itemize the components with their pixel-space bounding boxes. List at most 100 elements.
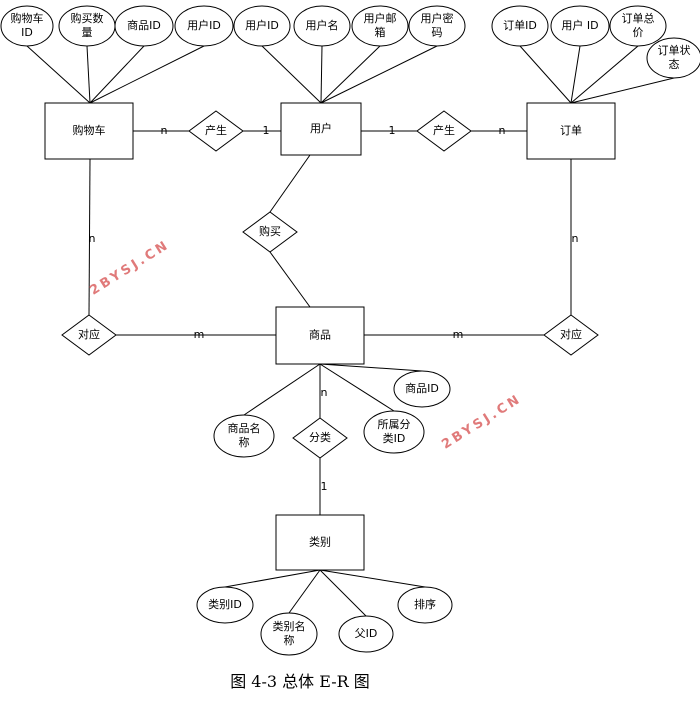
attribute-cat_parent-ellipse <box>338 615 394 653</box>
attribute-link-product_name <box>243 363 321 416</box>
entity-category-box <box>275 514 365 571</box>
attribute-product_id-ellipse <box>393 370 451 408</box>
relation-classify: 分类 <box>292 417 348 459</box>
attribute-link-cat_sort <box>319 569 426 588</box>
entity-cart: 购物车 <box>44 102 134 160</box>
attribute-order_id: 订单ID <box>491 5 549 47</box>
attribute-cart_product_id-ellipse <box>114 5 174 47</box>
attribute-order_total-label: 订单总 <box>622 11 655 25</box>
attribute-product_name-label: 称 <box>239 435 250 449</box>
attribute-user_email-ellipse <box>351 5 409 47</box>
attribute-link-order_user_id <box>570 45 581 104</box>
entity-order-label: 订单 <box>560 124 582 137</box>
attribute-user_email-label: 用户邮 <box>364 11 397 25</box>
attribute-cart_user_id-ellipse <box>174 5 234 47</box>
attribute-link-cat_id <box>224 569 321 588</box>
attribute-product_cat_id-label: 所属分 <box>378 418 411 431</box>
cardinality-category_classify: 1 <box>321 480 328 493</box>
entity-order-box <box>526 102 616 160</box>
attribute-link-user_email <box>320 45 381 104</box>
attribute-link-cart_id <box>26 45 91 104</box>
relation-produce_cart-label: 产生 <box>205 123 227 137</box>
attribute-user_name-label: 用户名 <box>306 18 339 32</box>
attribute-order_user_id: 用户 ID <box>550 5 610 47</box>
attribute-user_pwd-ellipse <box>408 5 466 47</box>
relation-corr_right-label: 对应 <box>560 327 582 341</box>
relation-corr_left: 对应 <box>61 314 117 356</box>
relation-link <box>269 251 311 308</box>
attribute-cat_name-ellipse <box>260 612 318 656</box>
attribute-cat_id-label: 类别ID <box>208 597 242 611</box>
watermark: 2BYSJ.CN <box>87 237 172 298</box>
attribute-cart_product_id: 商品ID <box>114 5 174 47</box>
relation-classify-label: 分类 <box>309 430 331 444</box>
attribute-buy_qty-label: 量 <box>82 26 93 39</box>
edges <box>26 45 675 617</box>
entity-category-label: 类别 <box>309 535 331 549</box>
attribute-link-product_cat_id <box>319 363 395 412</box>
attribute-cart_user_id-label: 用户ID <box>187 18 221 32</box>
attribute-cat_sort: 排序 <box>397 586 453 624</box>
attribute-user_id-ellipse <box>233 5 291 47</box>
watermark: 2BYSJ.CN <box>439 391 524 452</box>
relation-classify-diamond <box>292 417 348 459</box>
attribute-user_name-ellipse <box>293 5 351 47</box>
attribute-product_cat_id-ellipse <box>363 410 425 454</box>
attribute-link-buy_qty <box>86 45 91 104</box>
attribute-link-product_id <box>319 363 423 372</box>
attribute-user_pwd-label: 码 <box>432 26 443 39</box>
cardinality-order_corr: n <box>572 232 579 245</box>
attribute-link-cart_product_id <box>89 45 145 104</box>
attribute-cat_parent-label: 父ID <box>355 627 378 640</box>
relation-corr_left-label: 对应 <box>78 327 100 341</box>
entity-product-label: 商品 <box>309 328 331 342</box>
relation-buy-label: 购买 <box>259 224 281 238</box>
relation-produce_cart-diamond <box>188 110 244 152</box>
attribute-product_name-ellipse <box>213 414 275 458</box>
relation-produce_order: 产生 <box>416 110 472 152</box>
entity-product: 商品 <box>275 306 365 365</box>
entity-cart-label: 购物车 <box>73 123 106 137</box>
relation-link <box>269 154 311 213</box>
cardinality-corr_product_right: m <box>453 328 464 341</box>
attribute-user_email-label: 箱 <box>375 25 386 39</box>
attribute-product_cat_id-label: 类ID <box>383 431 406 445</box>
attribute-link-cat_parent <box>319 569 367 617</box>
attribute-order_status-label: 订单状 <box>658 43 691 57</box>
relation-corr_left-diamond <box>61 314 117 356</box>
attribute-order_total-label: 价 <box>633 26 644 39</box>
attribute-link-cart_user_id <box>89 45 205 104</box>
relation-produce_order-diamond <box>416 110 472 152</box>
relation-produce_cart: 产生 <box>188 110 244 152</box>
attribute-order_status-label: 态 <box>669 58 680 71</box>
attribute-link-user_pwd <box>320 45 438 104</box>
attribute-product_id: 商品ID <box>393 370 451 408</box>
cardinality-corr_product_left: m <box>194 328 205 341</box>
attribute-link-order_total <box>570 45 639 104</box>
entity-user-box <box>280 102 362 156</box>
entity-user-label: 用户 <box>310 121 332 135</box>
attribute-cat_sort-ellipse <box>397 586 453 624</box>
attribute-order_id-ellipse <box>491 5 549 47</box>
attribute-user_id-label: 用户ID <box>245 18 279 32</box>
relation-link <box>88 158 91 316</box>
relation-corr_right: 对应 <box>543 314 599 356</box>
cardinality-order_produce: n <box>499 124 506 137</box>
relation-produce_order-label: 产生 <box>433 123 455 137</box>
entity-product-box <box>275 306 365 365</box>
relation-buy: 购买 <box>242 211 298 253</box>
attribute-cart_id-label: ID <box>21 26 33 39</box>
attribute-order_total-ellipse <box>609 5 667 47</box>
attribute-buy_qty-label: 购买数 <box>71 11 104 25</box>
attribute-order_status-ellipse <box>646 37 700 79</box>
attribute-cart_product_id-label: 商品ID <box>127 18 161 32</box>
attribute-cart_user_id: 用户ID <box>174 5 234 47</box>
entity-cart-box <box>44 102 134 160</box>
